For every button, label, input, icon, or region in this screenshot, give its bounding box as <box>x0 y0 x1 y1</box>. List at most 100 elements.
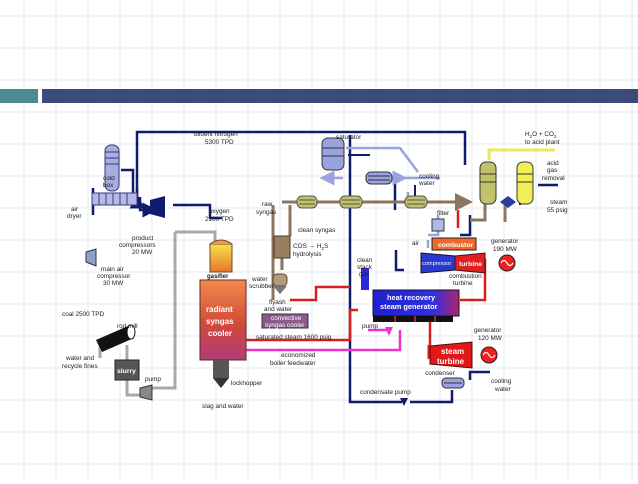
label-syngas: syngas <box>256 209 276 216</box>
combustor-box <box>431 237 477 251</box>
acid-gas-column-1 <box>479 161 497 205</box>
label-boiler-feedwater: boiler feedwater <box>270 360 316 367</box>
label-box: box <box>103 182 114 189</box>
label-generator-1: generator <box>491 238 519 245</box>
label-oxygen-rate: 2100 TPD <box>205 216 234 223</box>
label-rad-syngas: syngas <box>206 317 234 326</box>
saturator-column <box>321 137 345 171</box>
stack-chimney <box>361 268 369 290</box>
label-air-small: air <box>412 240 420 247</box>
cold-box-column <box>104 144 120 192</box>
product-compressor <box>150 196 165 218</box>
label-cooling-water-2a: cooling <box>491 378 512 385</box>
label-coal: coal 2500 TPD <box>62 311 105 318</box>
header-bar-teal <box>0 89 38 103</box>
label-pump: pump <box>362 323 378 330</box>
label-product: product <box>132 235 154 242</box>
gasifier-vessel <box>199 239 247 388</box>
label-cooling-water-2b: water <box>494 386 511 393</box>
text-labels: diluent nitrogen 5300 TPD saturator H2O … <box>62 131 568 410</box>
label-heat-recovery: heat recovery <box>387 293 436 302</box>
label-dryer: dryer <box>67 213 82 220</box>
label-stack-gas: gas <box>359 271 369 278</box>
label-hydrolysis: hydrolysis <box>293 251 321 258</box>
header-bar-navy <box>42 89 638 103</box>
filter-unit <box>431 218 445 232</box>
hrsg-pump-icon <box>385 327 393 336</box>
label-water: water <box>418 180 435 187</box>
label-and-water: and water <box>264 306 293 313</box>
label-generator-2-mw: 120 MW <box>478 335 503 342</box>
label-air: air <box>71 206 79 213</box>
acid-gas-valve-icon <box>500 196 516 208</box>
label-removal: removal <box>542 175 565 182</box>
generator-2-sine-icon <box>482 351 496 359</box>
label-combustion-turbine: turbine <box>453 280 473 287</box>
label-water-and: water and <box>65 355 95 362</box>
label-combustor: combustor <box>438 242 473 249</box>
label-product-mw: 20 MW <box>132 249 153 256</box>
label-generator-1-mw: 190 MW <box>493 246 518 253</box>
label-gasifier: gasifier <box>207 274 229 280</box>
cos-hydrolysis-bed <box>273 235 291 259</box>
label-water-scrubber-b: scrubber <box>249 283 275 290</box>
label-rod-mill: rod mill <box>117 323 138 330</box>
label-water-scrubber-a: water <box>251 276 268 283</box>
label-stack: stack <box>357 264 373 271</box>
label-diluent-nitrogen-rate: 5300 TPD <box>205 139 234 146</box>
air-dryer-unit <box>91 192 138 206</box>
label-cooling: cooling <box>419 173 440 180</box>
label-recycle-fines: recycle fines <box>62 363 98 370</box>
label-compressor-small: compressor <box>422 261 451 267</box>
acid-gas-column-2 <box>516 161 534 205</box>
condensate-pump-icon <box>400 398 408 406</box>
water-scrubber <box>272 273 288 294</box>
label-h2o-co2: H2O + CO2 <box>525 131 557 139</box>
label-cooler: cooler <box>208 329 232 338</box>
steam-turbine <box>429 341 473 369</box>
label-condensate-pump: condensate pump <box>360 389 411 396</box>
label-main-air: main air <box>101 266 125 273</box>
slurry-pump-icon <box>139 384 153 401</box>
label-oxygen: oxygen <box>209 208 230 215</box>
condenser-unit <box>441 377 465 389</box>
label-cold: cold <box>103 175 115 182</box>
label-saturator: saturator <box>336 134 362 141</box>
label-slurry: slurry <box>117 368 136 375</box>
label-to-acid-plant: to acid plant <box>525 139 560 146</box>
label-combustion: combustion <box>449 273 482 280</box>
label-pump-slurry: pump <box>145 376 161 383</box>
label-clean-syngas: clean syngas <box>298 227 335 234</box>
label-steam-generator: steam generator <box>380 302 438 311</box>
heat-exchanger-2 <box>339 195 363 209</box>
heat-exchanger-4 <box>365 171 393 185</box>
label-flyash: flyash <box>269 299 286 306</box>
label-steam-psig: 55 psig <box>547 207 568 214</box>
heat-exchanger-1 <box>296 195 318 209</box>
label-economized: economized <box>281 352 316 359</box>
convective-syngas-cooler <box>261 313 309 329</box>
heat-recovery-steam-generator <box>372 289 460 322</box>
heat-exchanger-3 <box>404 195 428 209</box>
label-acid: acid <box>547 160 559 167</box>
main-air-compressor <box>85 248 97 267</box>
combustion-turbine <box>454 252 486 274</box>
label-steam-turbine-b: turbine <box>437 357 465 366</box>
label-diluent-nitrogen: diluent nitrogen <box>194 131 238 138</box>
label-turbine: turbine <box>459 261 482 268</box>
generator-1-sine-icon <box>500 259 514 267</box>
label-lockhopper: lockhopper <box>231 380 263 387</box>
label-compressors: compressors <box>119 242 156 249</box>
label-convective: convective <box>271 315 302 322</box>
label-compressor: compressor <box>97 273 131 280</box>
label-slag-and-water: slag and water <box>202 403 244 410</box>
label-condenser: condenser <box>425 370 456 377</box>
label-saturated-steam: saturated steam 1600 psig <box>256 334 332 341</box>
label-filter: filter <box>437 210 450 217</box>
label-steam-turbine-a: steam <box>441 347 464 356</box>
label-gas: gas <box>547 167 557 174</box>
rod-mill <box>96 324 136 352</box>
label-generator-2: generator <box>474 327 502 334</box>
